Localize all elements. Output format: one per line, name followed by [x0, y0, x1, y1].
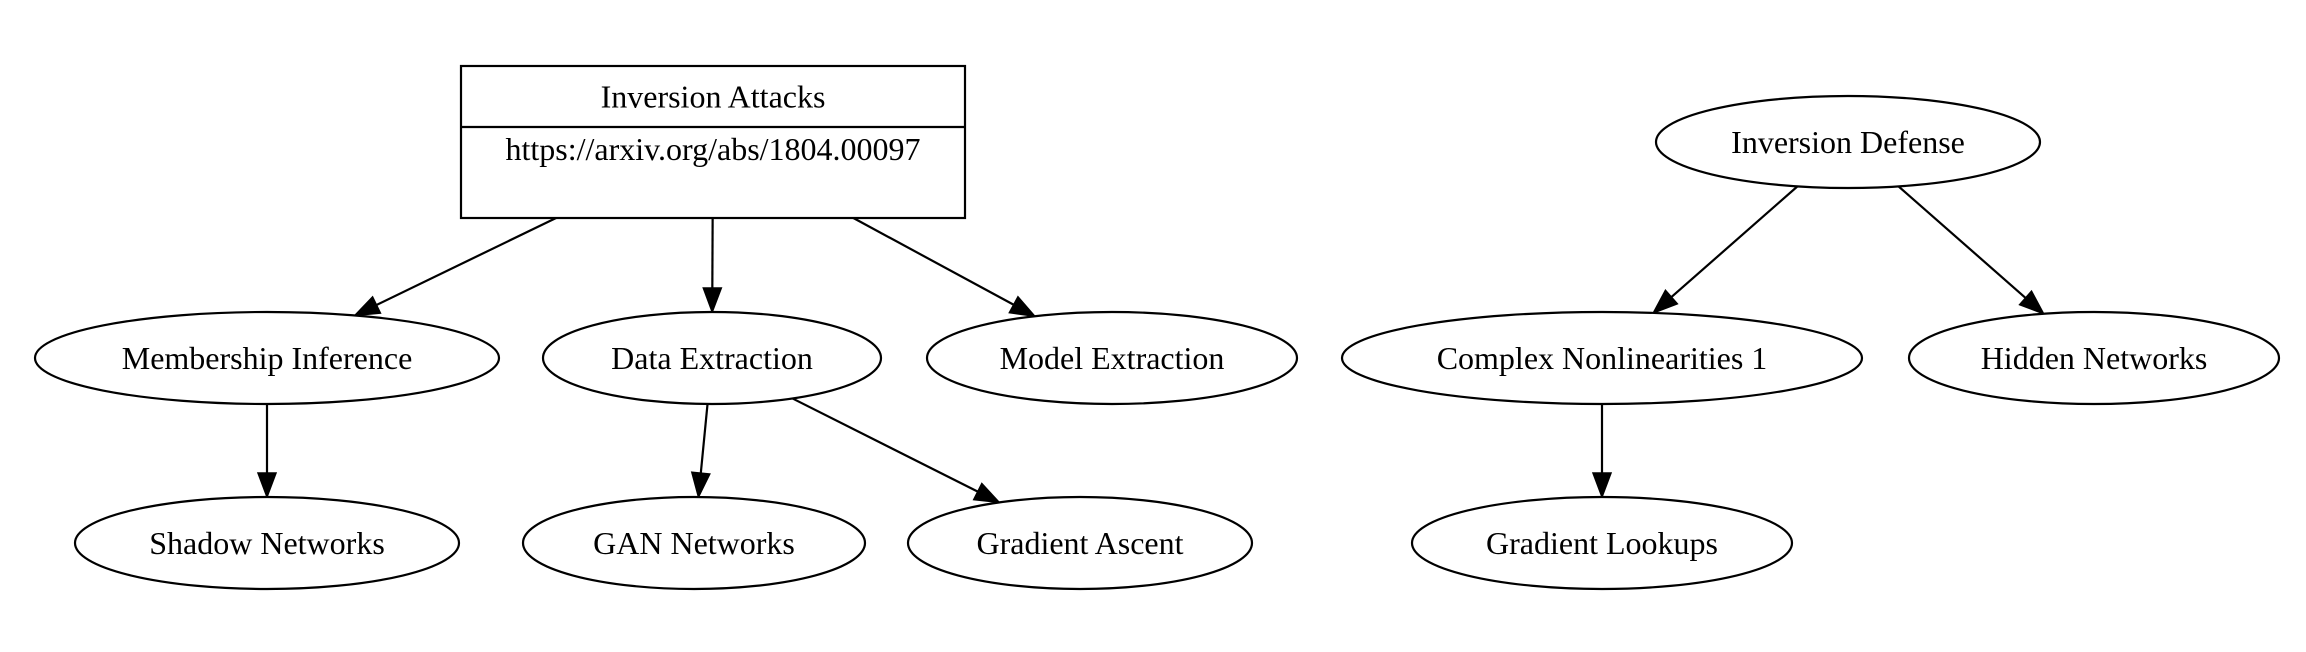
- edge-line: [791, 397, 979, 493]
- node-membership-inference: Membership Inference: [33, 310, 501, 406]
- node-ellipse: [521, 495, 867, 591]
- arrowhead: [1008, 295, 1037, 318]
- edge-line: [699, 403, 709, 474]
- node-label: Inversion Defense: [1731, 124, 1965, 160]
- nodes-layer: Inversion Attacks https://arxiv.org/abs/1…: [33, 64, 2281, 591]
- node-ellipse: [1654, 94, 2042, 190]
- node-complex-nonlinearities: Complex Nonlinearities 1: [1340, 310, 1864, 406]
- node-label: Gradient Lookups: [1486, 525, 1718, 561]
- node-ellipse: [1410, 495, 1794, 591]
- node-ellipse: [925, 310, 1299, 406]
- edge-data-extraction-to-gradient-ascent: [791, 397, 1002, 504]
- edge-data-extraction-to-gan-networks: [690, 403, 711, 500]
- edge-line: [376, 217, 557, 306]
- edge-inversion-attacks-to-model-extraction: [852, 217, 1037, 318]
- arrowhead: [702, 287, 723, 315]
- node-label: Hidden Networks: [1981, 340, 2208, 376]
- arrowhead: [972, 482, 1002, 504]
- node-label: Shadow Networks: [149, 525, 385, 561]
- node-label: Complex Nonlinearities 1: [1437, 340, 1768, 376]
- node-ellipse: [906, 495, 1254, 591]
- node-label: Inversion Attacks: [601, 79, 826, 115]
- node-inversion-defense: Inversion Defense: [1654, 94, 2042, 190]
- node-hidden-networks: Hidden Networks: [1907, 310, 2281, 406]
- arrowhead: [2018, 289, 2046, 316]
- node-gradient-lookups: Gradient Lookups: [1410, 495, 1794, 591]
- edge-inversion-attacks-to-data-extraction: [702, 217, 723, 315]
- node-label: Data Extraction: [611, 340, 813, 376]
- arrowhead: [1651, 289, 1679, 315]
- node-label: Model Extraction: [1000, 340, 1225, 376]
- arrowhead: [352, 295, 382, 317]
- node-ellipse: [1340, 310, 1864, 406]
- edge-inversion-defense-to-complex-nonlinearities: [1651, 185, 1799, 315]
- node-label: Gradient Ascent: [976, 525, 1183, 561]
- edge-line: [1897, 185, 2027, 299]
- node-gradient-ascent: Gradient Ascent: [906, 495, 1254, 591]
- node-ellipse: [33, 310, 501, 406]
- node-ellipse: [73, 495, 461, 591]
- edge-line: [1670, 185, 1799, 298]
- node-box: [459, 64, 967, 220]
- node-ellipse: [541, 310, 883, 406]
- arrowhead: [1591, 472, 1613, 500]
- edge-line: [852, 217, 1015, 306]
- node-label: Membership Inference: [122, 340, 413, 376]
- edge-inversion-defense-to-hidden-networks: [1897, 185, 2046, 316]
- node-label: GAN Networks: [593, 525, 795, 561]
- node-model-extraction: Model Extraction: [925, 310, 1299, 406]
- node-gan-networks: GAN Networks: [521, 495, 867, 591]
- edge-membership-inference-to-shadow-networks: [256, 404, 278, 500]
- node-shadow-networks: Shadow Networks: [73, 495, 461, 591]
- node-inversion-attacks: Inversion Attacks https://arxiv.org/abs/1…: [459, 64, 967, 220]
- edge-complex-nonlinearities-to-gradient-lookups: [1591, 404, 1613, 500]
- edge-inversion-attacks-to-membership-inference: [352, 217, 557, 317]
- edges-layer: [256, 185, 2046, 504]
- node-sublabel: https://arxiv.org/abs/1804.00097: [505, 131, 920, 167]
- node-data-extraction: Data Extraction: [541, 310, 883, 406]
- arrowhead: [690, 471, 711, 500]
- arrowhead: [256, 472, 278, 500]
- node-ellipse: [1907, 310, 2281, 406]
